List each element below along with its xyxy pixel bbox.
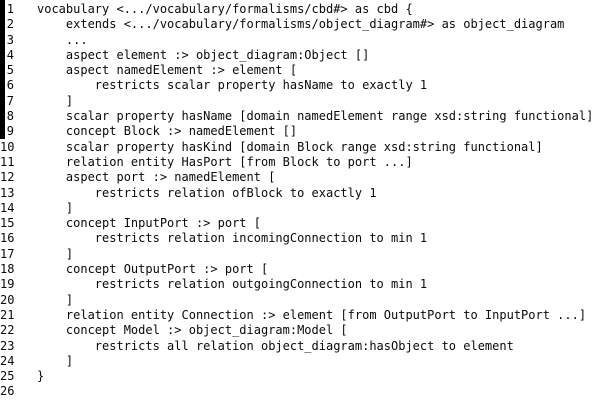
line-number: 3 bbox=[6, 32, 14, 47]
code-line: 1 vocabulary <.../vocabulary/formalisms/… bbox=[0, 2, 602, 17]
line-number: 26 bbox=[0, 384, 15, 399]
line-number: 2 bbox=[6, 17, 14, 32]
line-number: 17 bbox=[0, 246, 15, 261]
code-text: restricts relation ofBlock to exactly 1 bbox=[37, 185, 377, 200]
code-line: 15 concept InputPort :> port [ bbox=[0, 216, 602, 231]
line-number: 24 bbox=[0, 353, 15, 368]
line-number: 23 bbox=[0, 338, 15, 353]
code-text: restricts relation incomingConnection to… bbox=[37, 231, 428, 246]
line-number: 9 bbox=[6, 124, 14, 139]
code-text: ] bbox=[37, 353, 74, 368]
code-text: concept OutputPort :> port [ bbox=[37, 262, 269, 277]
line-number: 18 bbox=[0, 262, 15, 277]
code-text: relation entity Connection :> element [f… bbox=[37, 307, 587, 322]
code-text: concept InputPort :> port [ bbox=[37, 216, 261, 231]
line-number: 16 bbox=[0, 231, 15, 246]
code-line: 26 bbox=[0, 384, 602, 399]
code-text: } bbox=[37, 369, 45, 384]
code-text: ] bbox=[37, 93, 74, 108]
code-line: 4 aspect element :> object_diagram:Objec… bbox=[0, 48, 602, 63]
line-number: 22 bbox=[0, 323, 15, 338]
code-line: 23 restricts all relation object_diagram… bbox=[0, 339, 602, 354]
code-line: 16 restricts relation incomingConnection… bbox=[0, 231, 602, 246]
line-number: 19 bbox=[0, 277, 15, 292]
code-line: 21 relation entity Connection :> element… bbox=[0, 308, 602, 323]
left-margin-bar bbox=[0, 0, 5, 139]
code-line: 8 scalar property hasName [domain namedE… bbox=[0, 109, 602, 124]
code-line: 5 aspect namedElement :> element [ bbox=[0, 63, 602, 78]
line-number: 1 bbox=[6, 2, 14, 16]
line-number: 25 bbox=[0, 369, 15, 384]
code-line: 6 restricts scalar property hasName to e… bbox=[0, 78, 602, 93]
code-text: restricts all relation object_diagram:ha… bbox=[37, 338, 514, 353]
code-text: ] bbox=[37, 200, 74, 215]
line-number: 5 bbox=[6, 63, 14, 78]
code-line: 13 restricts relation ofBlock to exactly… bbox=[0, 186, 602, 201]
line-number: 13 bbox=[0, 185, 15, 200]
code-text: scalar property hasName [domain namedEle… bbox=[37, 109, 594, 124]
line-number: 6 bbox=[6, 78, 14, 93]
code-text: concept Block :> namedElement [] bbox=[37, 124, 298, 139]
code-text: extends <.../vocabulary/formalisms/objec… bbox=[37, 17, 565, 32]
code-text: restricts relation outgoingConnection to… bbox=[37, 277, 428, 292]
code-text: restricts scalar property hasName to exa… bbox=[37, 78, 428, 93]
line-number: 4 bbox=[6, 47, 14, 62]
code-line: 25 } bbox=[0, 369, 602, 384]
code-text: relation entity HasPort [from Block to p… bbox=[37, 154, 413, 169]
code-line: 9 concept Block :> namedElement [] bbox=[0, 124, 602, 139]
code-line: 22 concept Model :> object_diagram:Model… bbox=[0, 323, 602, 338]
code-line: 20 ] bbox=[0, 293, 602, 308]
code-line: 7 ] bbox=[0, 94, 602, 109]
code-text: concept Model :> object_diagram:Model [ bbox=[37, 323, 348, 338]
code-text: ] bbox=[37, 292, 74, 307]
line-number: 11 bbox=[0, 154, 15, 169]
line-number: 14 bbox=[0, 200, 15, 215]
code-line: 18 concept OutputPort :> port [ bbox=[0, 262, 602, 277]
code-text: ... bbox=[37, 32, 88, 47]
code-line: 3 ... bbox=[0, 33, 602, 48]
code-line: 17 ] bbox=[0, 247, 602, 262]
code-line: 11 relation entity HasPort [from Block t… bbox=[0, 155, 602, 170]
line-number: 15 bbox=[0, 216, 15, 231]
code-text: aspect namedElement :> element [ bbox=[37, 63, 298, 78]
code-line: 24 ] bbox=[0, 354, 602, 369]
line-number: 20 bbox=[0, 292, 15, 307]
code-line: 14 ] bbox=[0, 201, 602, 216]
code-text: aspect port :> namedElement [ bbox=[37, 170, 276, 185]
line-number: 10 bbox=[0, 139, 15, 154]
line-number: 8 bbox=[6, 109, 14, 124]
code-text: ] bbox=[37, 246, 74, 261]
line-number: 21 bbox=[0, 307, 15, 322]
code-line: 19 restricts relation outgoingConnection… bbox=[0, 277, 602, 292]
line-number: 7 bbox=[6, 93, 14, 108]
code-text: aspect element :> object_diagram:Object … bbox=[37, 47, 370, 62]
code-line: 2 extends <.../vocabulary/formalisms/obj… bbox=[0, 17, 602, 32]
line-number: 12 bbox=[0, 170, 15, 185]
code-line: 12 aspect port :> namedElement [ bbox=[0, 170, 602, 185]
code-text: vocabulary <.../vocabulary/formalisms/cb… bbox=[37, 2, 413, 16]
code-text: scalar property hasKind [domain Block ra… bbox=[37, 139, 543, 154]
code-line: 10 scalar property hasKind [domain Block… bbox=[0, 140, 602, 155]
